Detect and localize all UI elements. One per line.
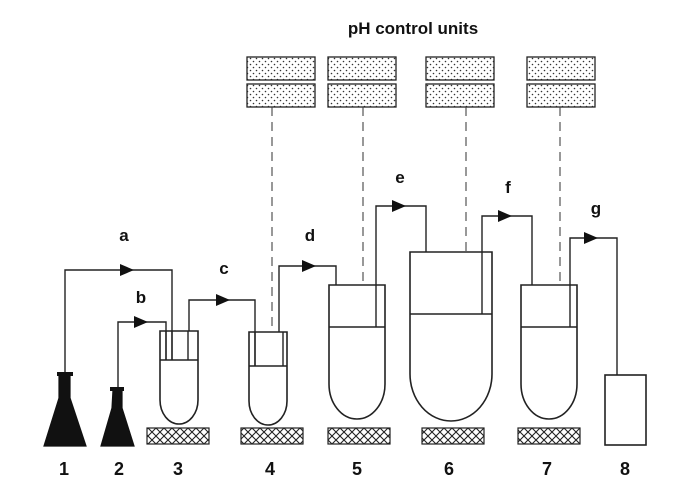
stirrer-7 — [517, 427, 581, 445]
arrowhead-e — [392, 200, 406, 212]
flow-label-e: e — [395, 168, 404, 187]
flask-1 — [43, 372, 87, 447]
ph-control-unit-4 — [246, 56, 316, 108]
stirrer-5 — [327, 427, 391, 445]
stirrer-6 — [421, 427, 485, 445]
arrowhead-g — [584, 232, 598, 244]
flow-label-d: d — [305, 226, 315, 245]
flow-line-a — [64, 269, 173, 372]
vessel-number-6: 6 — [444, 459, 454, 479]
flow-label-f: f — [505, 178, 511, 197]
vessel-number-8: 8 — [620, 459, 630, 479]
flow-line-d — [278, 265, 337, 332]
arrowhead-d — [302, 260, 316, 272]
stirrer-4 — [240, 427, 304, 445]
vessel-number-4: 4 — [265, 459, 275, 479]
vessel-7 — [520, 284, 578, 420]
flow-label-a: a — [119, 226, 129, 245]
arrowhead-f — [498, 210, 512, 222]
vessel-number-7: 7 — [542, 459, 552, 479]
vessel-number-5: 5 — [352, 459, 362, 479]
arrowhead-c — [216, 294, 230, 306]
ph-control-unit-6 — [425, 56, 495, 108]
vessel-6 — [409, 251, 493, 422]
flow-label-c: c — [219, 259, 228, 278]
stirrer-3 — [146, 427, 210, 445]
vessel-5 — [328, 284, 386, 420]
arrowhead-a — [120, 264, 134, 276]
vessel-number-2: 2 — [114, 459, 124, 479]
vessel-number-3: 3 — [173, 459, 183, 479]
ph-control-unit-5 — [327, 56, 397, 108]
arrowhead-b — [134, 316, 148, 328]
diagram-title: pH control units — [348, 19, 478, 38]
vessel-number-1: 1 — [59, 459, 69, 479]
collection-vessel-8 — [604, 374, 647, 446]
flask-2 — [100, 387, 135, 447]
flow-label-b: b — [136, 288, 146, 307]
flow-label-g: g — [591, 199, 601, 218]
flow-line-c — [188, 299, 256, 366]
ph-control-unit-7 — [526, 56, 596, 108]
flow-line-b — [117, 321, 167, 387]
